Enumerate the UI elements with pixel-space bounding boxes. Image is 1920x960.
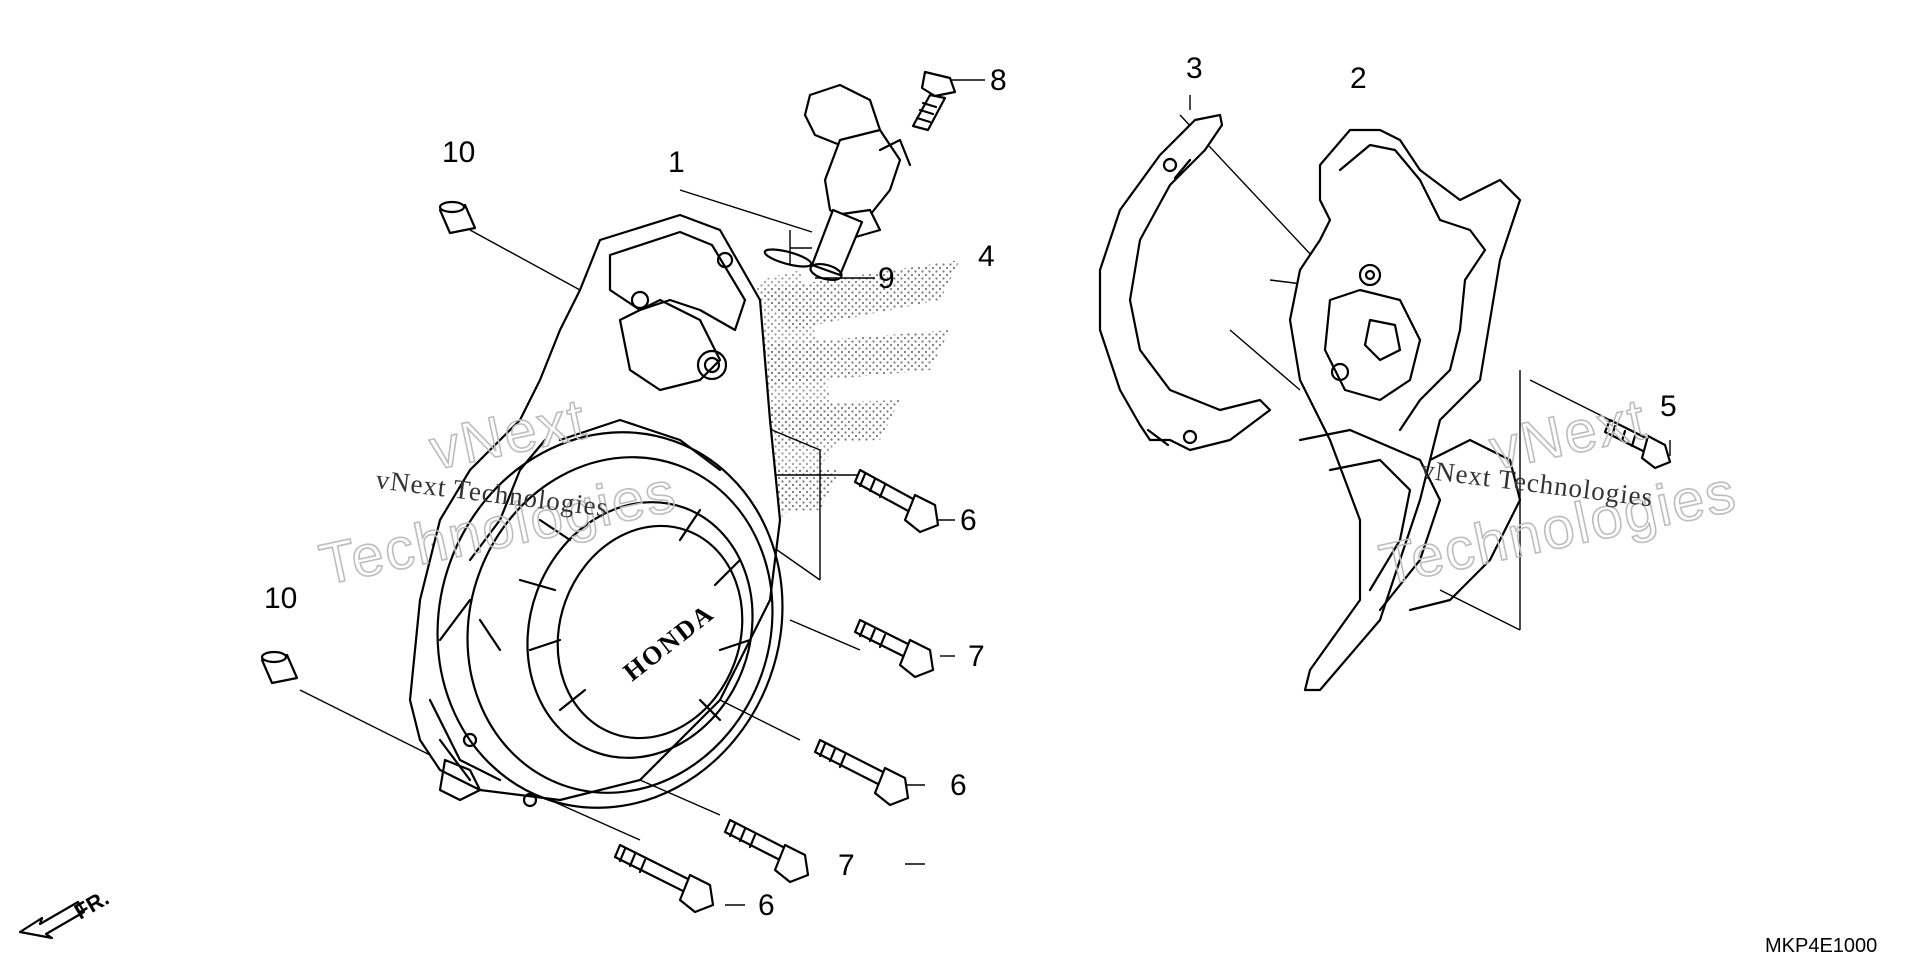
bolt-6-lower: [613, 843, 715, 914]
left-crankcase-cover: HONDA: [408, 213, 784, 809]
diagram-code: MKP4E1000: [1765, 935, 1877, 957]
speed-sensor: [763, 83, 912, 282]
callout-8: 8: [990, 64, 1007, 97]
callout-6a: 6: [960, 504, 977, 537]
dowel-pin-10-lower: [260, 650, 299, 685]
dowel-pin-10-upper: [438, 200, 477, 235]
callout-7b: 7: [838, 849, 855, 882]
callout-9: 9: [878, 262, 895, 295]
callout-numbers: 1 2 3 4 5 6 6 6 7 7 8 9 10 10: [264, 52, 1677, 922]
callout-6b: 6: [950, 769, 967, 802]
callout-10a: 10: [442, 136, 475, 169]
callout-4: 4: [978, 240, 995, 273]
callout-2: 2: [1350, 62, 1367, 95]
callout-6c: 6: [758, 889, 775, 922]
bolt-7-lower: [723, 818, 810, 884]
bolt-5: [1603, 418, 1672, 470]
front-arrow-icon: [18, 900, 86, 940]
bolt-7-upper: [853, 618, 935, 679]
callout-3: 3: [1186, 52, 1203, 85]
front-indicator: FR.: [18, 885, 113, 940]
callout-1: 1: [668, 146, 685, 179]
callout-5: 5: [1660, 390, 1677, 423]
callout-10b: 10: [264, 582, 297, 615]
cover-gasket: [1098, 113, 1272, 452]
front-label: FR.: [70, 885, 113, 924]
bolt-6-middle: [813, 738, 910, 807]
bolt-8: [911, 70, 957, 132]
sprocket-cover: [1288, 128, 1522, 692]
callout-7a: 7: [968, 640, 985, 673]
bolt-6-upper: [853, 468, 940, 534]
